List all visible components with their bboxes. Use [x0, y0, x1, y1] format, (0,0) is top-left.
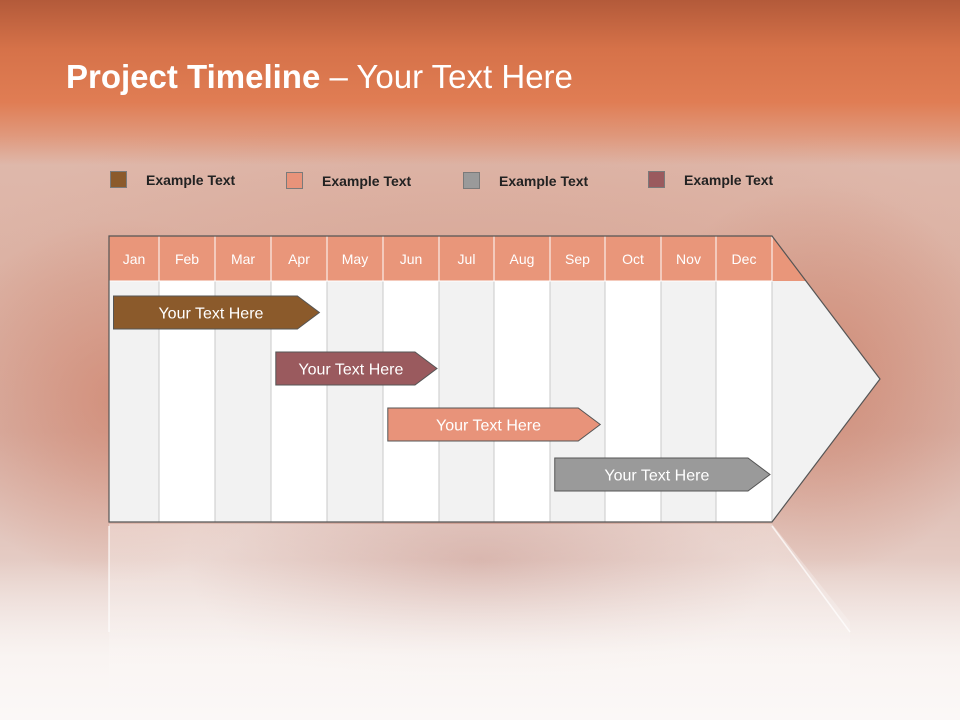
- legend-label-1: Example Text: [146, 172, 236, 188]
- arrow-tip-body: [772, 236, 880, 522]
- month-column-may: [326, 280, 384, 523]
- task-bar-4: [554, 457, 771, 492]
- month-header-cell-apr: [270, 235, 328, 282]
- month-column-aug: [493, 280, 551, 523]
- month-header-cell-nov: [660, 235, 717, 282]
- month-label-jan: Jan: [123, 251, 146, 267]
- legend-swatch-1: [110, 171, 127, 188]
- month-label-mar: Mar: [231, 251, 255, 267]
- month-label-dec: Dec: [732, 251, 757, 267]
- reflection-fill: [109, 524, 850, 720]
- month-header: Jan Feb Mar Apr May Jun Jul Aug Sep Oct Nov Dec: [108, 235, 806, 282]
- timeline-reflection: [108, 524, 851, 720]
- month-label-oct: Oct: [622, 251, 644, 267]
- legend-label-4: Example Text: [684, 172, 774, 188]
- slide-title-rest: – Your Text Here: [320, 58, 573, 95]
- month-header-cell-sep: [549, 235, 606, 282]
- task-bar-2: [275, 351, 438, 386]
- task-label-4: Your Text Here: [604, 468, 709, 485]
- legend-label-2: Example Text: [322, 173, 412, 189]
- legend-swatch-2: [286, 172, 303, 189]
- month-label-apr: Apr: [288, 251, 310, 267]
- month-column-jun: [382, 280, 440, 523]
- slide-title: Project Timeline – Your Text Here: [66, 58, 573, 96]
- task-label-2: Your Text Here: [298, 362, 403, 379]
- month-label-aug: Aug: [510, 251, 535, 267]
- month-label-nov: Nov: [676, 251, 701, 267]
- header-band: [0, 0, 960, 165]
- task-label-1: Your Text Here: [158, 306, 263, 323]
- month-header-cell-may: [326, 235, 384, 282]
- month-header-cell-feb: [158, 235, 216, 282]
- legend-swatch-3: [463, 172, 480, 189]
- timeline-outline: [108, 235, 881, 523]
- month-column-jul: [438, 280, 495, 523]
- month-label-sep: Sep: [565, 251, 590, 267]
- month-header-cell-oct: [604, 235, 662, 282]
- month-header-cell-mar: [214, 235, 272, 282]
- month-header-cell-jan: [108, 235, 160, 282]
- month-label-jun: Jun: [400, 251, 423, 267]
- timeline-border: [108, 235, 881, 523]
- legend-label-3: Example Text: [499, 173, 589, 189]
- month-label-jul: Jul: [458, 251, 476, 267]
- month-label-feb: Feb: [175, 251, 199, 267]
- legend-swatch-4: [648, 171, 665, 188]
- task-bar-3: [387, 407, 602, 442]
- month-header-cell-jun: [382, 235, 440, 282]
- slide-title-bold: Project Timeline: [66, 58, 321, 95]
- task-label-3: Your Text Here: [436, 418, 541, 435]
- month-label-may: May: [342, 251, 368, 267]
- task-bar-1: [113, 295, 321, 330]
- reflection-edge-right: [771, 525, 851, 633]
